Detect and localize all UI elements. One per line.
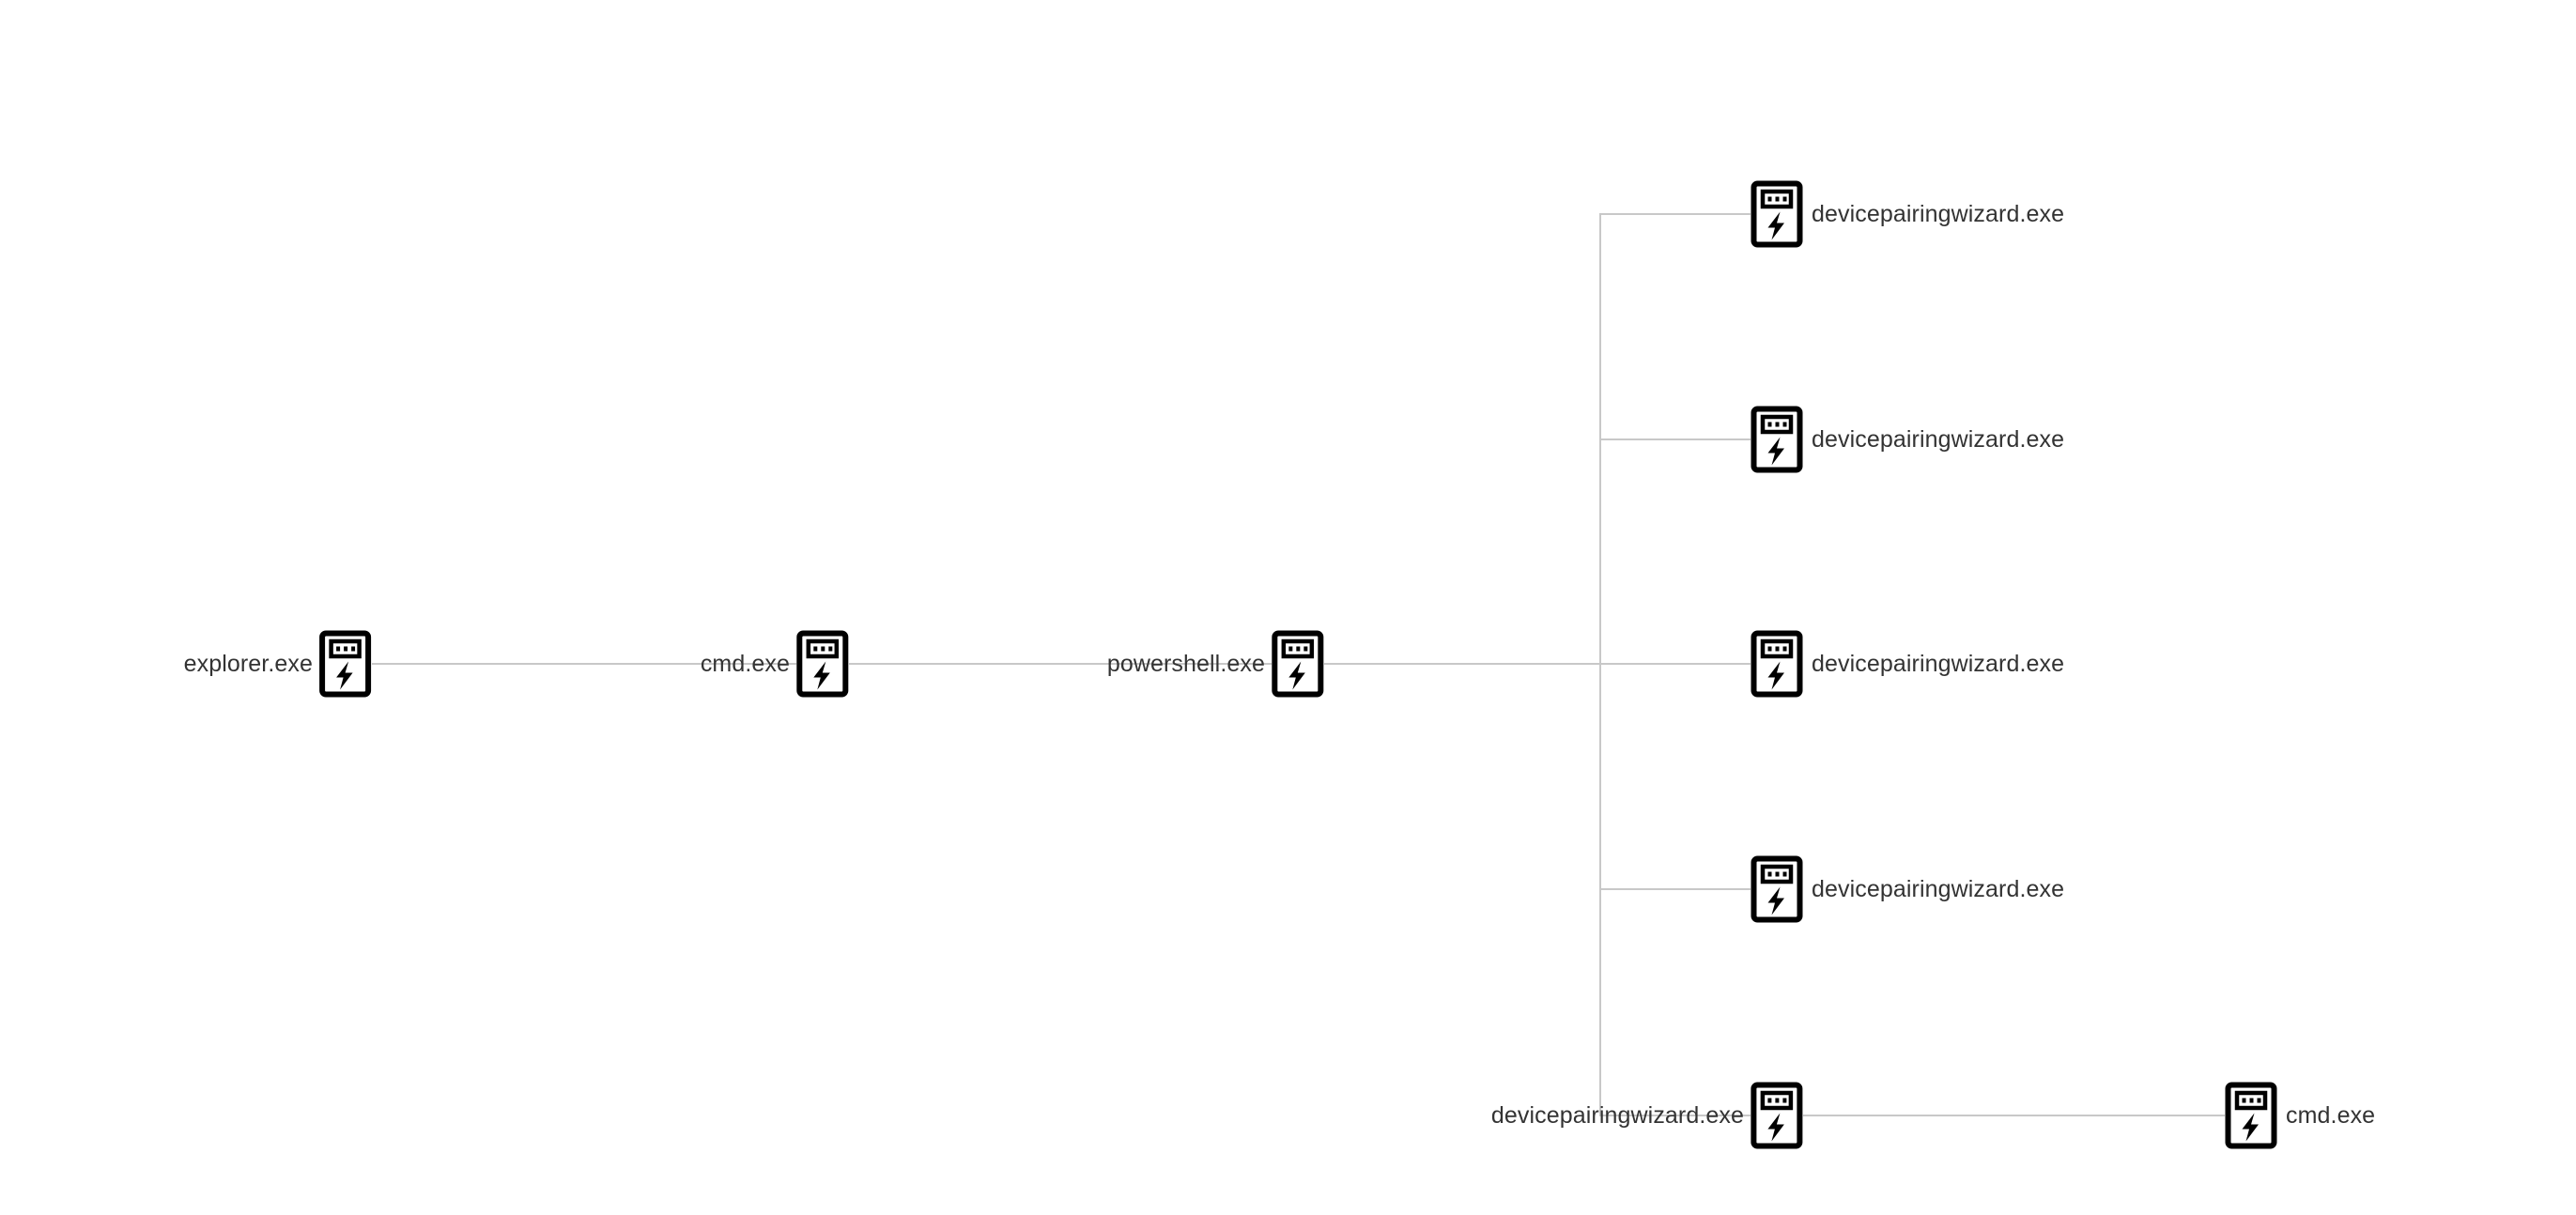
process-node-n2[interactable]: cmd.exe: [701, 630, 849, 698]
process-node-label: cmd.exe: [700, 650, 790, 677]
process-node-label: explorer.exe: [183, 650, 313, 677]
process-node-n3[interactable]: powershell.exe: [1107, 630, 1324, 698]
process-executable-icon: [1272, 630, 1324, 698]
process-node-n8[interactable]: devicepairingwizard.exe: [1491, 1082, 1803, 1149]
process-node-label: devicepairingwizard.exe: [1812, 425, 2065, 453]
process-node-label: powershell.exe: [1106, 650, 1265, 677]
process-node-n5[interactable]: devicepairingwizard.exe: [1751, 406, 2064, 473]
process-node-n4[interactable]: devicepairingwizard.exe: [1751, 180, 2064, 248]
process-node-label: cmd.exe: [2286, 1101, 2376, 1129]
process-node-n6[interactable]: devicepairingwizard.exe: [1751, 630, 2064, 698]
process-executable-icon: [1751, 855, 1803, 923]
process-node-n9[interactable]: cmd.exe: [2225, 1082, 2375, 1149]
process-executable-icon: [319, 630, 372, 698]
edge-n3-to-n5: [1599, 438, 1751, 664]
process-executable-icon: [1751, 180, 1803, 248]
process-node-label: devicepairingwizard.exe: [1490, 1101, 1744, 1129]
process-executable-icon: [1751, 406, 1803, 473]
process-executable-icon: [1751, 630, 1803, 698]
process-node-n7[interactable]: devicepairingwizard.exe: [1751, 855, 2064, 923]
process-executable-icon: [1751, 1082, 1803, 1149]
process-executable-icon: [2225, 1082, 2277, 1149]
process-node-label: devicepairingwizard.exe: [1812, 875, 2065, 902]
edge-n3-to-n4: [1599, 213, 1751, 664]
process-node-n1[interactable]: explorer.exe: [184, 630, 372, 698]
process-node-label: devicepairingwizard.exe: [1812, 650, 2065, 677]
edge-n3-to-n8: [1599, 664, 1751, 1116]
process-executable-icon: [796, 630, 849, 698]
edge-n3-to-n7: [1599, 664, 1751, 890]
process-node-label: devicepairingwizard.exe: [1812, 200, 2065, 227]
